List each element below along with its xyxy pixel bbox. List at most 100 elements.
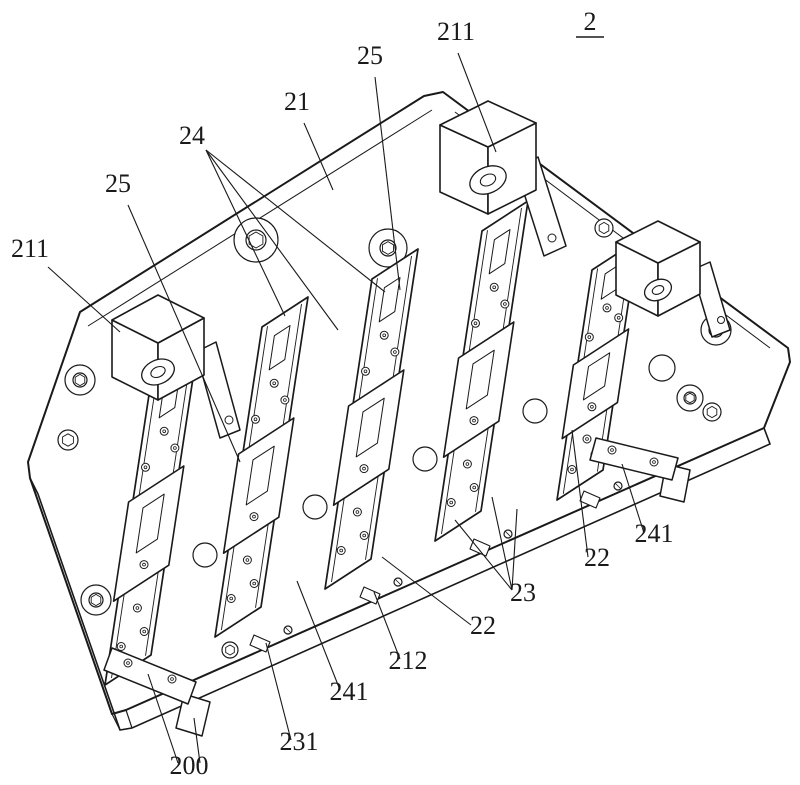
rail-screw-center bbox=[143, 465, 148, 470]
hex-socket bbox=[598, 221, 610, 235]
hex-socket bbox=[90, 593, 102, 607]
rail-screw-center bbox=[173, 446, 177, 450]
hex-socket bbox=[706, 405, 718, 419]
rail-screw-center bbox=[473, 321, 478, 326]
leader-line bbox=[571, 429, 589, 558]
clamp-tower bbox=[615, 220, 731, 338]
plate-thickness-edge bbox=[125, 709, 133, 729]
rail-screw-center bbox=[252, 581, 257, 586]
ref-label-25: 25 bbox=[357, 41, 383, 70]
slide-rail-unit bbox=[214, 296, 309, 638]
leader-line bbox=[303, 122, 334, 191]
ref-label-200: 200 bbox=[170, 751, 209, 780]
arm-pin bbox=[224, 415, 234, 425]
plate-hole bbox=[648, 354, 676, 382]
ref-label-211: 211 bbox=[11, 234, 49, 263]
ref-label-22: 22 bbox=[470, 611, 496, 640]
rail-screw-center bbox=[393, 350, 397, 354]
clamp-window bbox=[465, 349, 495, 410]
release-handle bbox=[589, 437, 691, 503]
ref-label-241: 241 bbox=[330, 677, 369, 706]
arm-pin bbox=[547, 233, 557, 243]
rail-screw-center bbox=[272, 381, 277, 386]
plate-hole bbox=[522, 398, 548, 424]
handle-screw-center bbox=[170, 677, 174, 681]
rail-slot bbox=[488, 229, 511, 275]
leader-line bbox=[265, 642, 292, 741]
rail-screw-center bbox=[449, 500, 454, 505]
edge-tab bbox=[249, 634, 271, 653]
rail-screw-center bbox=[362, 466, 366, 471]
slide-rail-unit bbox=[104, 344, 199, 686]
leader-line bbox=[47, 266, 121, 333]
base-plate bbox=[27, 91, 791, 731]
clamp-arm bbox=[195, 341, 241, 439]
handle-tab bbox=[175, 693, 211, 737]
leader-line bbox=[381, 556, 472, 626]
clamp-tower bbox=[439, 100, 567, 257]
rail-screw-center bbox=[135, 606, 140, 610]
rail-slot bbox=[268, 325, 291, 371]
leader-line bbox=[491, 496, 513, 591]
leader-line bbox=[621, 463, 645, 534]
plate-hole bbox=[412, 446, 438, 472]
rail-screw-center bbox=[362, 533, 367, 538]
clamp-tower bbox=[111, 294, 241, 439]
tower-bore-inner bbox=[651, 285, 665, 295]
rail-slot bbox=[378, 277, 401, 323]
leader-line bbox=[205, 149, 386, 293]
rail-screw-center bbox=[570, 467, 574, 472]
leader-line bbox=[127, 204, 241, 463]
rail-screw-center bbox=[252, 514, 256, 519]
rail-screw-center bbox=[229, 596, 234, 601]
ref-label-212: 212 bbox=[389, 646, 428, 675]
hex-screw bbox=[702, 402, 722, 422]
leader-line bbox=[457, 52, 497, 153]
screw-slot bbox=[505, 531, 511, 537]
ref-label-241: 241 bbox=[635, 519, 674, 548]
plate-hole bbox=[192, 542, 218, 568]
handle-screw-center bbox=[652, 460, 656, 464]
rail-screw-center bbox=[162, 429, 167, 434]
clamp-window bbox=[582, 352, 611, 401]
rail-screw-center bbox=[245, 558, 250, 562]
plate-side-faces bbox=[29, 427, 772, 731]
hex-screw bbox=[221, 641, 239, 659]
rail-screw-center bbox=[616, 315, 621, 320]
clamp-window bbox=[245, 445, 275, 506]
hex-screw bbox=[594, 218, 614, 238]
tower-top bbox=[111, 294, 205, 344]
hex-screw bbox=[57, 429, 79, 451]
hex-socket bbox=[74, 373, 86, 387]
rail-screw-center bbox=[472, 418, 476, 423]
tower-top bbox=[439, 100, 537, 148]
slide-rail-unit bbox=[434, 200, 529, 542]
rail-screw-center bbox=[472, 485, 477, 490]
plate-hole bbox=[302, 494, 328, 520]
rail-screw-center bbox=[382, 333, 387, 338]
release-handle bbox=[103, 647, 211, 737]
screw-slot bbox=[285, 627, 291, 633]
rail-screw-center bbox=[253, 417, 258, 422]
leader-line bbox=[147, 673, 179, 764]
leader-line bbox=[205, 149, 286, 317]
hex-socket bbox=[248, 231, 264, 249]
clamp-window bbox=[135, 493, 165, 554]
rail-screw-center bbox=[363, 369, 368, 374]
rail-screw-center bbox=[492, 285, 497, 290]
clamp-window bbox=[355, 397, 385, 458]
leader-line bbox=[454, 519, 513, 591]
ref-label-23: 23 bbox=[510, 578, 536, 607]
edge-tab bbox=[469, 538, 491, 557]
ref-label-24: 24 bbox=[179, 121, 205, 150]
edge-tab bbox=[579, 490, 601, 509]
tower-top bbox=[615, 220, 701, 264]
ref-label-2: 2 bbox=[584, 7, 597, 36]
rail-screw-center bbox=[465, 462, 470, 466]
edge-tab bbox=[359, 586, 381, 605]
tower-bore-inner bbox=[479, 173, 497, 187]
release-handles bbox=[103, 437, 691, 737]
